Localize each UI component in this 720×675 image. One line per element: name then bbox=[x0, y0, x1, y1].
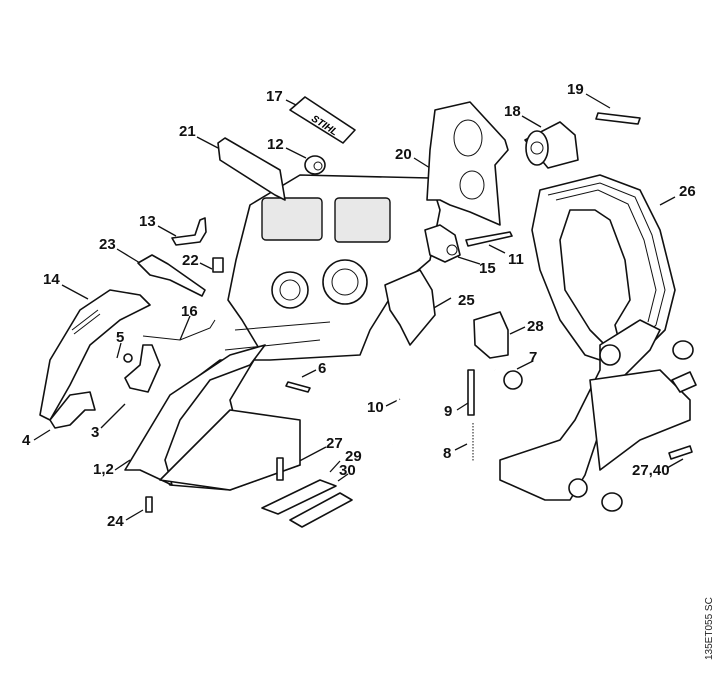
spring-wire-part bbox=[142, 319, 216, 341]
callout-1-2: 1,2 bbox=[93, 461, 114, 478]
callout-14: 14 bbox=[43, 271, 60, 288]
callout-22: 22 bbox=[182, 252, 199, 269]
callout-10: 10 bbox=[367, 399, 384, 416]
label-plate-30 bbox=[289, 492, 353, 528]
callout-11: 11 bbox=[508, 251, 524, 268]
lockout-lever-part bbox=[49, 391, 96, 429]
callout-24: 24 bbox=[107, 513, 124, 530]
callout-17: 17 bbox=[266, 88, 283, 105]
callout-4: 4 bbox=[22, 432, 31, 449]
sleeve-part bbox=[467, 369, 475, 416]
handle-molding-part bbox=[39, 289, 151, 421]
callout-27-40: 27,40 bbox=[632, 462, 670, 479]
callout-25: 25 bbox=[458, 292, 475, 309]
callout-12: 12 bbox=[267, 136, 284, 153]
screw-part-11 bbox=[465, 231, 513, 247]
callout-29: 29 bbox=[345, 448, 362, 465]
callout-8: 8 bbox=[443, 445, 452, 462]
callout-13: 13 bbox=[139, 213, 156, 230]
callout-18: 18 bbox=[504, 103, 521, 120]
grip-cover-part bbox=[384, 269, 436, 346]
callout-16: 16 bbox=[181, 303, 198, 320]
cap-part bbox=[473, 311, 509, 359]
clip-part bbox=[212, 257, 224, 273]
callout-9: 9 bbox=[444, 403, 453, 420]
label-plate-29 bbox=[261, 479, 337, 515]
plug-cap-part bbox=[503, 370, 523, 390]
callout-21: 21 bbox=[179, 123, 196, 140]
callout-5: 5 bbox=[116, 329, 125, 346]
lever-assembly-part bbox=[137, 254, 206, 297]
callout-26: 26 bbox=[679, 183, 696, 200]
screw-part-27 bbox=[276, 457, 284, 481]
rubber-buffer-part bbox=[424, 224, 461, 263]
plug-part bbox=[304, 155, 326, 175]
callout-30: 30 bbox=[339, 462, 356, 479]
stud-bolt-part bbox=[595, 112, 641, 125]
trigger-part bbox=[124, 344, 161, 393]
handlebar-part bbox=[499, 174, 697, 512]
callout-20: 20 bbox=[395, 146, 412, 163]
callout-27: 27 bbox=[326, 435, 343, 452]
logo-plate-part bbox=[289, 96, 356, 144]
callout-19: 19 bbox=[567, 81, 584, 98]
leader-lines bbox=[33, 93, 684, 521]
throttle-rod-part bbox=[171, 217, 207, 246]
housing-part bbox=[124, 174, 441, 491]
screw-part-2740 bbox=[668, 445, 693, 460]
torsion-spring-part bbox=[123, 353, 133, 363]
callout-7: 7 bbox=[529, 349, 538, 366]
annular-buffer-part bbox=[524, 121, 579, 169]
callout-15: 15 bbox=[479, 260, 496, 277]
pin-part bbox=[285, 381, 311, 393]
bracket-plate-part bbox=[426, 101, 509, 226]
screw-part-24 bbox=[145, 496, 153, 513]
callout-23: 23 bbox=[99, 236, 116, 253]
callout-28: 28 bbox=[527, 318, 544, 335]
drawing-code: 135ET055 SC bbox=[704, 597, 715, 660]
cover-strip-part bbox=[217, 137, 286, 201]
callout-3: 3 bbox=[91, 424, 100, 441]
callout-6: 6 bbox=[318, 360, 327, 377]
